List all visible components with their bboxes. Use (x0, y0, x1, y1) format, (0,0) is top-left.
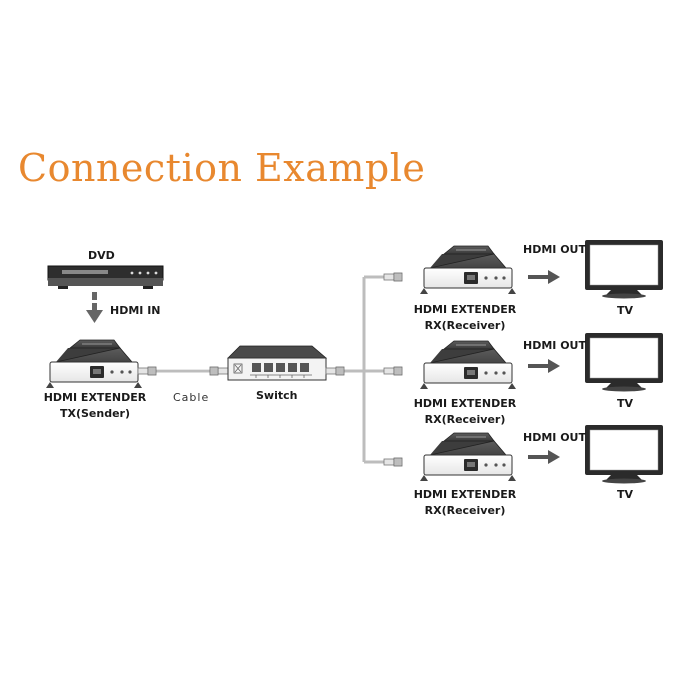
hdmi-out-arrow-icon (528, 450, 560, 464)
hdmi-in-arrow-icon (86, 292, 103, 323)
dvd-player-icon (47, 265, 164, 289)
cable-label: Cable (173, 391, 210, 404)
tv-label: TV (617, 488, 634, 501)
extender-rx-icon (419, 432, 517, 482)
receiver-label: HDMI EXTENDER RX(Receiver) (410, 302, 520, 334)
switch-label: Switch (256, 389, 298, 402)
cable-tx-to-switch (137, 366, 229, 376)
receiver-label: HDMI EXTENDER RX(Receiver) (410, 487, 520, 519)
hdmi-out-label: HDMI OUT (523, 339, 586, 352)
sender-label-line2: TX(Sender) (59, 407, 130, 420)
tv-icon (584, 239, 664, 299)
receiver-label-line1: HDMI EXTENDER (413, 303, 517, 316)
sender-label: HDMI EXTENDER TX(Sender) (40, 390, 150, 422)
receiver-label-line1: HDMI EXTENDER (413, 397, 517, 410)
dvd-label: DVD (88, 249, 115, 262)
extender-tx-icon (45, 339, 143, 389)
cable-switch-to-receivers (325, 272, 403, 467)
receiver-label-line2: RX(Receiver) (424, 504, 506, 517)
hdmi-out-label: HDMI OUT (523, 431, 586, 444)
diagram-title: Connection Example (18, 146, 426, 190)
receiver-label-line1: HDMI EXTENDER (413, 488, 517, 501)
tv-label: TV (617, 304, 634, 317)
receiver-label-line2: RX(Receiver) (424, 319, 506, 332)
hdmi-out-arrow-icon (528, 359, 560, 373)
sender-label-line1: HDMI EXTENDER (43, 391, 147, 404)
extender-rx-icon (419, 245, 517, 295)
extender-rx-icon (419, 340, 517, 390)
hdmi-out-label: HDMI OUT (523, 243, 586, 256)
tv-icon (584, 424, 664, 484)
hdmi-in-label: HDMI IN (110, 304, 161, 317)
receiver-label-line2: RX(Receiver) (424, 413, 506, 426)
tv-label: TV (617, 397, 634, 410)
tv-icon (584, 332, 664, 392)
network-switch-icon (227, 345, 328, 381)
receiver-label: HDMI EXTENDER RX(Receiver) (410, 396, 520, 428)
hdmi-out-arrow-icon (528, 270, 560, 284)
